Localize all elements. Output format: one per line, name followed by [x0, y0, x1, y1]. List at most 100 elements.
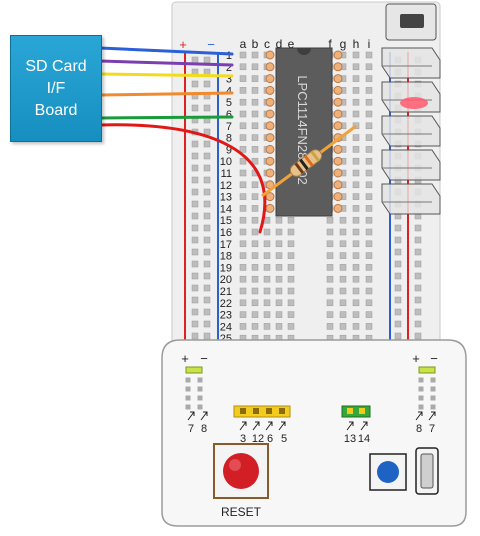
- row-number: 14: [220, 203, 232, 215]
- slide-switch[interactable]: [415, 447, 439, 495]
- switch-cap[interactable]: [381, 115, 441, 147]
- pin-arrow: [187, 411, 195, 421]
- chip-pin: [333, 85, 343, 95]
- rail-hole: [203, 188, 211, 196]
- row-number: 3: [226, 74, 232, 86]
- row-number: 2: [226, 62, 232, 74]
- rail-hole: [414, 320, 422, 328]
- base-right-plus: +: [412, 351, 420, 366]
- breadboard-hole: [251, 122, 259, 130]
- rail-hole: [394, 224, 402, 232]
- breadboard-hole: [365, 323, 373, 330]
- breadboard-hole: [352, 134, 360, 141]
- pin-arrow: [200, 411, 208, 421]
- breadboard-hole: [251, 240, 259, 248]
- chip-pin: [333, 97, 343, 107]
- breadboard-hole: [239, 110, 247, 118]
- row-number: 13: [220, 192, 232, 204]
- rail-hole: [203, 176, 211, 184]
- breadboard-hole: [287, 264, 295, 271]
- breadboard-hole: [239, 228, 247, 236]
- pin-arrow: [278, 421, 286, 431]
- breadboard-hole: [339, 287, 347, 295]
- chip-pin: [265, 156, 275, 166]
- rail-hole: [414, 272, 422, 280]
- chip-pin: [265, 62, 275, 72]
- sd-board-line1: SD Card: [25, 57, 87, 75]
- rail-hole: [414, 224, 422, 232]
- switch-cap[interactable]: [381, 149, 441, 181]
- rail-plus-label: +: [179, 37, 187, 52]
- chip-pin: [333, 74, 343, 84]
- breadboard-hole: [251, 63, 259, 71]
- base-left-plus: +: [181, 351, 189, 366]
- breadboard-hole: [287, 252, 295, 259]
- row-number: 10: [220, 156, 232, 168]
- switch-cap[interactable]: [381, 47, 441, 79]
- breadboard-hole: [251, 311, 259, 318]
- breadboard-hole: [365, 193, 373, 200]
- breadboard-hole: [365, 98, 373, 106]
- breadboard-hole: [287, 240, 295, 248]
- reset-button[interactable]: [213, 443, 269, 499]
- pin-arrow: [265, 421, 273, 431]
- breadboard-hole: [352, 287, 360, 295]
- rail-hole: [191, 164, 199, 172]
- rail-hole: [191, 296, 199, 304]
- base-rail-right: [418, 366, 436, 410]
- chip-pin: [265, 203, 275, 213]
- user-button[interactable]: [369, 453, 407, 491]
- row-number: 20: [220, 274, 232, 286]
- base-hole: [418, 377, 424, 383]
- pin-arrow: [415, 411, 423, 421]
- chip-pin: [333, 121, 343, 131]
- column-letter: c: [264, 37, 270, 51]
- switch-cap[interactable]: [381, 183, 441, 215]
- rail-hole: [394, 272, 402, 280]
- breadboard-hole: [239, 193, 247, 200]
- breadboard-hole: [239, 146, 247, 153]
- rail-hole: [203, 284, 211, 292]
- breadboard-hole: [365, 228, 373, 236]
- rail-hole: [414, 236, 422, 244]
- pin-arrows: [187, 411, 436, 431]
- breadboard-hole: [352, 122, 360, 130]
- breadboard-hole: [239, 169, 247, 177]
- breadboard-hole: [251, 252, 259, 259]
- rail-hole: [203, 56, 211, 64]
- rail-hole: [414, 296, 422, 304]
- pin-arrow: [346, 421, 354, 431]
- breadboard-hole: [287, 323, 295, 330]
- breadboard-hole: [251, 216, 259, 224]
- rail-hole: [191, 176, 199, 184]
- breadboard-hole: [352, 252, 360, 259]
- breadboard-hole: [326, 252, 334, 259]
- breadboard-hole: [239, 252, 247, 259]
- rail-hole: [203, 200, 211, 208]
- breadboard-hole: [287, 311, 295, 318]
- rail-hole: [191, 200, 199, 208]
- breadboard-hole: [275, 228, 283, 236]
- breadboard-hole: [339, 275, 347, 283]
- row-number: 19: [220, 262, 232, 274]
- breadboard-hole: [251, 205, 259, 212]
- breadboard-hole: [275, 275, 283, 283]
- base-hole: [185, 404, 191, 410]
- reset-label: RESET: [221, 505, 262, 519]
- base-hole: [185, 377, 191, 383]
- column-letter: b: [252, 37, 259, 51]
- breadboard-hole: [339, 299, 347, 307]
- breadboard-hole: [365, 252, 373, 259]
- rail-hole: [191, 320, 199, 328]
- wire-green: [98, 115, 234, 120]
- rail-hole: [203, 104, 211, 112]
- breadboard-hole: [251, 323, 259, 330]
- base-hole: [418, 386, 424, 392]
- breadboard-hole: [287, 275, 295, 283]
- breadboard-hole: [263, 323, 271, 330]
- chip-pin: [333, 203, 343, 213]
- breadboard-hole: [239, 87, 247, 94]
- row-number: 18: [220, 251, 232, 263]
- row-number: 5: [226, 97, 232, 109]
- base-hole: [185, 395, 191, 401]
